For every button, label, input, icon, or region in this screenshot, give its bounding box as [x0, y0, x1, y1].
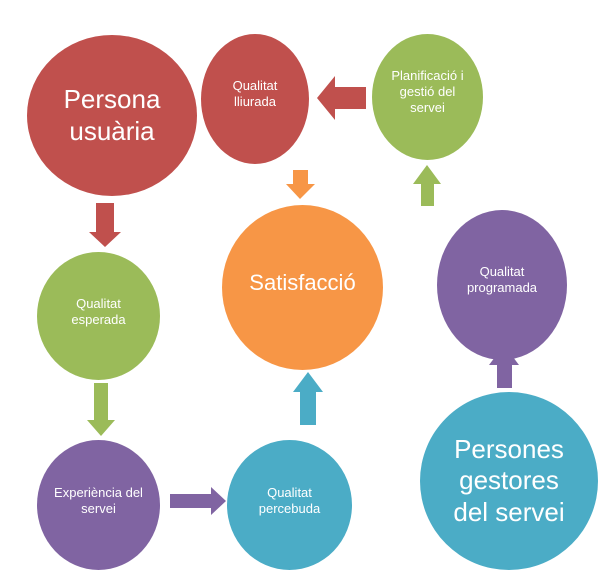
node-qualitat-programada: Qualitat programada [437, 210, 567, 360]
arrow-percebuda-to-satisfaccio [293, 372, 323, 425]
node-persones-gestores: Persones gestores del servei [420, 392, 598, 570]
node-satisfaccio: Satisfacció [222, 205, 383, 370]
arrow-planificacio-to-lliurada [317, 76, 366, 120]
arrow-esperada-to-experiencia [87, 383, 115, 436]
node-persona-usuaria: Persona usuària [27, 35, 197, 196]
arrow-programada-to-planificacio [413, 165, 441, 206]
arrow-experiencia-to-percebuda [170, 487, 226, 515]
node-qualitat-percebuda: Qualitat percebuda [227, 440, 352, 570]
node-qualitat-esperada: Qualitat esperada [37, 252, 160, 380]
node-planificacio: Planificació i gestió del servei [372, 34, 483, 160]
arrow-lliurada-to-satisfaccio [286, 170, 315, 199]
node-qualitat-lliurada: Qualitat lliurada [201, 34, 309, 164]
node-experiencia: Experiència del servei [37, 440, 160, 570]
arrow-persona-to-esperada [89, 203, 121, 247]
